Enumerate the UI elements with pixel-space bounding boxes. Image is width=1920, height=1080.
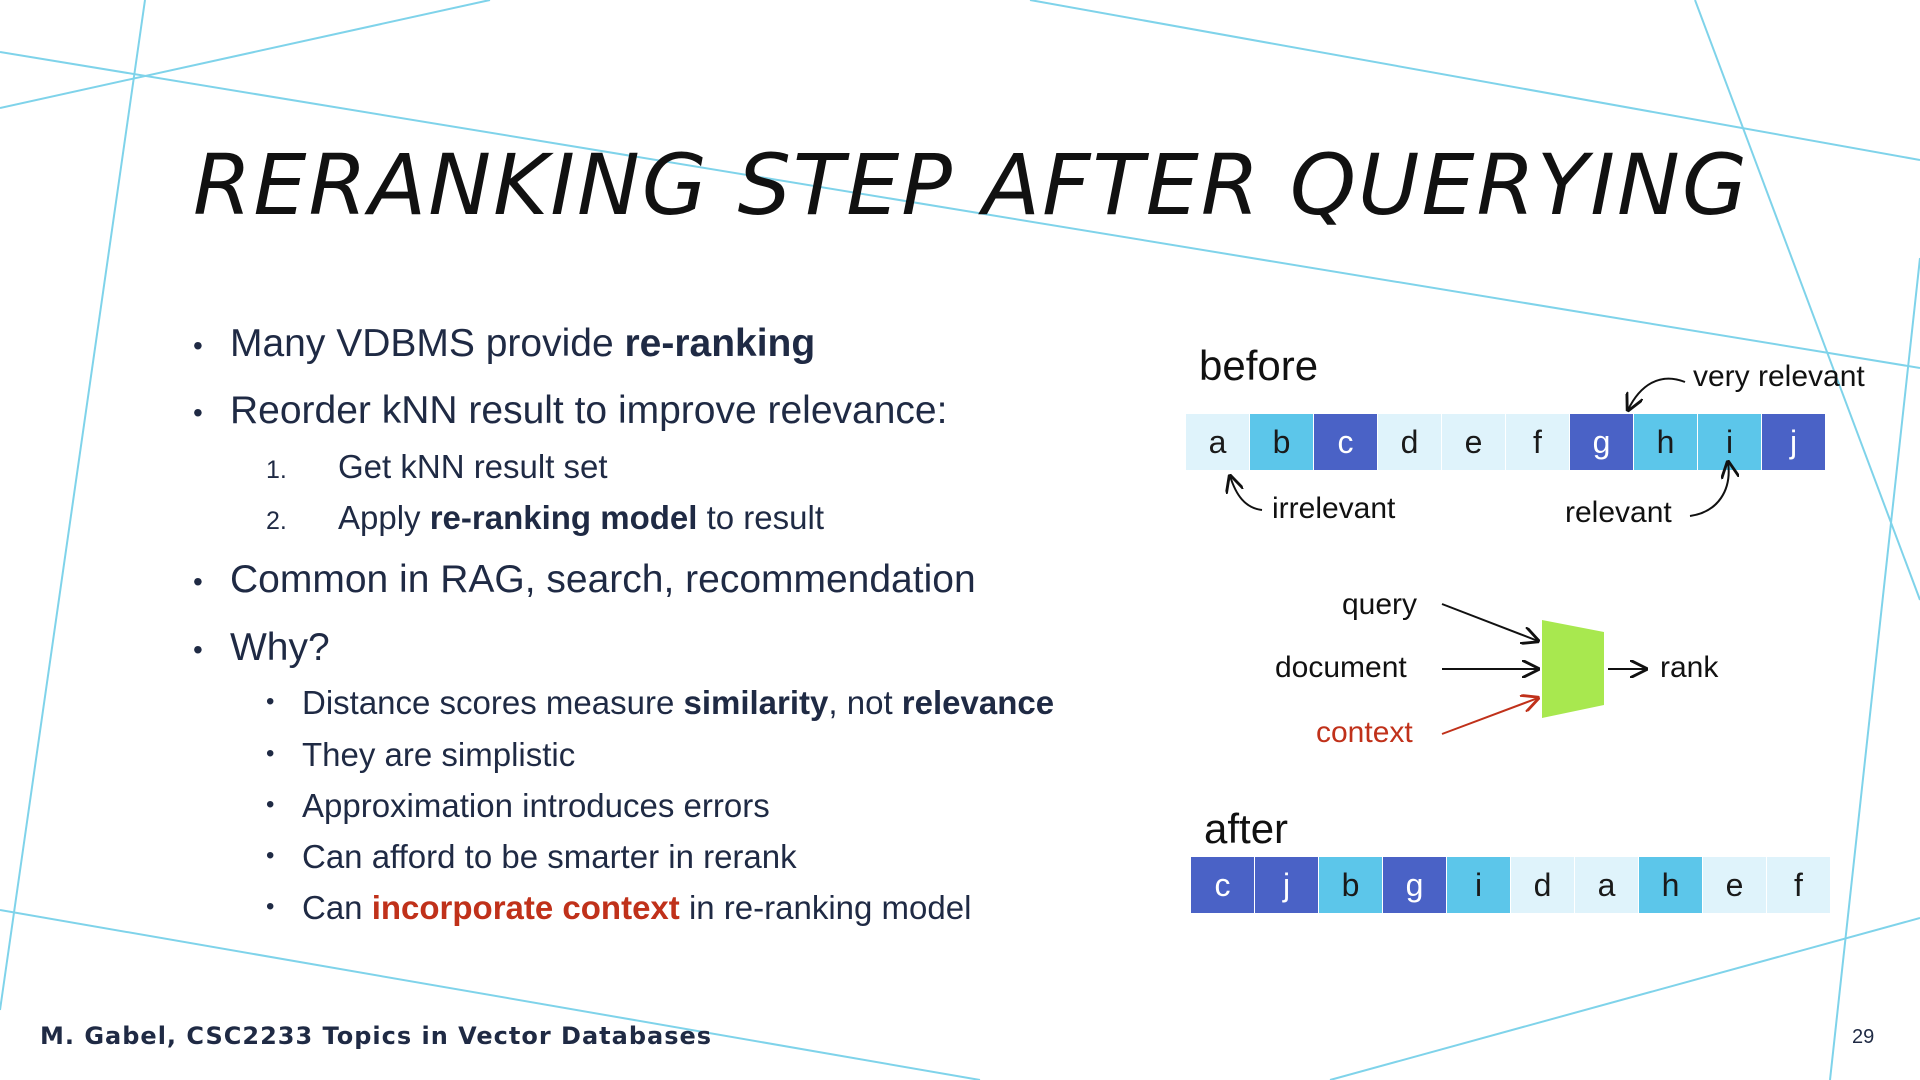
before-item-f: f	[1506, 414, 1570, 470]
very-relevant-arrow	[1628, 377, 1686, 410]
before-item-e: e	[1442, 414, 1506, 470]
after-item-g: g	[1383, 857, 1447, 913]
after-item-d: d	[1511, 857, 1575, 913]
deco-line	[0, 0, 146, 1011]
document-input-label: document	[1275, 651, 1407, 684]
reason-smarter: Can afford to be smarter in rerank	[302, 838, 797, 875]
bullet-marker: •	[193, 397, 203, 428]
deco-line	[0, 51, 1920, 369]
after-item-b: b	[1319, 857, 1383, 913]
before-item-d: d	[1378, 414, 1442, 470]
after-label: after	[1204, 805, 1289, 852]
before-label: before	[1199, 342, 1319, 389]
bullet-reranking: Many VDBMS provide re-ranking	[230, 322, 816, 365]
before-item-j: j	[1762, 414, 1826, 470]
reason-similarity: Distance scores measure similarity, not …	[302, 684, 1055, 721]
before-item-b: b	[1250, 414, 1314, 470]
after-item-j: j	[1255, 857, 1319, 913]
relevant-arrow	[1689, 462, 1729, 517]
before-item-i: i	[1698, 414, 1762, 470]
before-item-c: c	[1314, 414, 1378, 470]
bullet-why: Why?	[230, 626, 330, 669]
after-item-c: c	[1191, 857, 1255, 913]
after-item-f: f	[1767, 857, 1831, 913]
deco-line	[0, 0, 491, 109]
irrelevant-arrow	[1230, 476, 1263, 511]
before-item-g: g	[1570, 414, 1634, 470]
before-item-h: h	[1634, 414, 1698, 470]
bullet-marker: •	[266, 791, 275, 818]
query-input-label: query	[1342, 588, 1418, 621]
deco-line	[1829, 257, 1920, 1080]
deco-line	[0, 909, 981, 1080]
bullet-marker: •	[266, 893, 275, 920]
query-arrow	[1441, 603, 1538, 641]
after-item-a: a	[1575, 857, 1639, 913]
irrelevant-annotation: irrelevant	[1272, 492, 1396, 525]
bullet-marker: •	[193, 634, 203, 665]
very-relevant-annotation: very relevant	[1693, 360, 1865, 393]
bullet-marker: •	[193, 566, 203, 597]
after-item-e: e	[1703, 857, 1767, 913]
reason-approximation: Approximation introduces errors	[302, 787, 770, 824]
context-input-label: context	[1316, 716, 1413, 749]
step-get-knn: Get kNN result set	[338, 448, 608, 485]
bullet-marker: •	[266, 688, 275, 715]
bullet-marker: •	[266, 740, 275, 767]
reason-simplistic: They are simplistic	[302, 736, 576, 773]
before-item-a: a	[1186, 414, 1250, 470]
page-number: 29	[1852, 1026, 1875, 1048]
step-apply-model: Apply re-ranking model to result	[338, 499, 825, 536]
context-arrow	[1441, 698, 1538, 735]
deco-line	[1329, 917, 1920, 1080]
bullet-common: Common in RAG, search, recommendation	[230, 558, 976, 601]
bullet-marker: •	[193, 330, 203, 361]
after-item-h: h	[1639, 857, 1703, 913]
footer-author-course: M. Gabel, CSC2233 Topics in Vector Datab…	[40, 1022, 713, 1050]
slide-title: RERANKING STEP AFTER QUERYING	[193, 136, 1749, 234]
rank-output-label: rank	[1660, 651, 1719, 684]
step-number: 2.	[266, 507, 287, 535]
reranking-model-shape	[1542, 620, 1604, 718]
after-item-i: i	[1447, 857, 1511, 913]
relevant-annotation: relevant	[1565, 496, 1672, 529]
deco-line	[1029, 0, 1920, 161]
reason-context: Can incorporate context in re-ranking mo…	[302, 889, 972, 926]
bullet-marker: •	[266, 842, 275, 869]
bullet-reorder: Reorder kNN result to improve relevance:	[230, 389, 948, 432]
step-number: 1.	[266, 456, 287, 484]
deco-line	[1694, 0, 1920, 601]
